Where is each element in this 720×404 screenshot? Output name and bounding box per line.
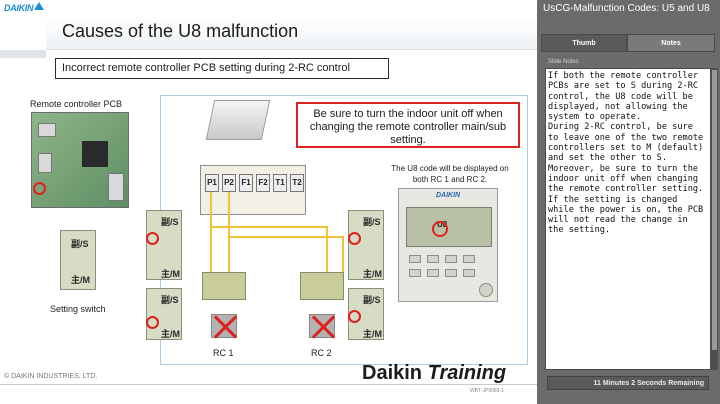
notes-text: If both the remote controller PCBs are s… — [548, 71, 704, 236]
terminal-t1: T1 — [273, 174, 287, 192]
remote-button — [427, 269, 439, 277]
divider — [0, 50, 46, 58]
highlight-circle — [33, 182, 46, 195]
terminal-block: P1 P2 F1 F2 T1 T2 — [200, 165, 306, 215]
switch-label-m: 主/M — [363, 329, 382, 339]
switch-label-m: 主/M — [363, 269, 382, 279]
rc1-disabled-icon — [211, 314, 237, 338]
wire — [342, 236, 344, 274]
slide-title: Causes of the U8 malfunction — [62, 21, 299, 41]
highlight-circle — [146, 316, 159, 329]
remote-lcd: U8 — [406, 207, 492, 247]
remote-button — [409, 269, 421, 277]
indoor-unit-image — [205, 100, 271, 140]
pcb-component — [108, 173, 124, 201]
wire — [228, 236, 344, 238]
remote-brand: DAIKIN — [436, 192, 461, 199]
highlight-circle — [146, 232, 159, 245]
switch-label-s: 副/S — [363, 295, 381, 305]
slide-code: WBT-JP0083-1 — [470, 388, 504, 394]
tab-thumb[interactable]: Thumb — [541, 34, 627, 52]
highlight-circle — [432, 221, 448, 237]
wire — [326, 226, 328, 274]
setting-switch-label: Setting switch — [50, 304, 106, 314]
pcb-label: Remote controller PCB — [30, 99, 123, 109]
remote-button — [409, 255, 421, 263]
rc1-terminal — [202, 272, 246, 300]
scrollbar-thumb[interactable] — [712, 70, 717, 350]
wire — [210, 192, 212, 274]
slide: DAIKIN Causes of the U8 malfunction Inco… — [0, 0, 537, 404]
time-remaining: 11 Minutes 2 Seconds Remaining — [547, 376, 709, 390]
rc2-disabled-icon — [309, 314, 335, 338]
remote-button — [463, 255, 475, 263]
remote-button — [445, 255, 457, 263]
switch-label-s: 副/S — [161, 295, 179, 305]
remote-button — [463, 269, 475, 277]
slide-notes-header: Slide Notes — [542, 56, 716, 68]
terminal-t2: T2 — [290, 174, 304, 192]
pcb-board-image — [31, 112, 129, 208]
notes-scrollbar[interactable] — [711, 68, 718, 370]
rc1-label: RC 1 — [213, 348, 234, 358]
warning-box: Be sure to turn the indoor unit off when… — [296, 102, 520, 148]
switch-label-m: 主/M — [71, 275, 90, 285]
subtitle-box: Incorrect remote controller PCB setting … — [55, 58, 389, 79]
course-title: UsCG-Malfunction Codes: U5 and U8 — [543, 3, 710, 14]
remote-controller-image: DAIKIN U8 — [398, 188, 498, 302]
daikin-training-brand: Daikin Training — [362, 362, 506, 385]
subtitle-text: Incorrect remote controller PCB setting … — [62, 62, 350, 74]
remote-button — [427, 255, 439, 263]
rc2-terminal — [300, 272, 344, 300]
highlight-circle — [348, 232, 361, 245]
u8-note: The U8 code will be displayed on both RC… — [391, 164, 509, 184]
pcb-component — [38, 123, 56, 137]
wire — [210, 226, 328, 228]
title-bar — [46, 16, 537, 50]
switch-label-m: 主/M — [161, 329, 180, 339]
warning-text: Be sure to turn the indoor unit off when… — [309, 108, 507, 146]
daikin-logo-icon — [34, 2, 44, 10]
switch-label-s: 副/S — [71, 239, 89, 249]
remote-button — [479, 283, 493, 297]
logo-area: DAIKIN — [0, 0, 46, 62]
footer-divider — [0, 384, 537, 385]
switch-rc2-top: 副/S 主/M — [348, 210, 384, 280]
wire — [228, 192, 230, 274]
terminal-p2: P2 — [222, 174, 236, 192]
daikin-logo: DAIKIN — [4, 3, 34, 13]
switch-label-s: 副/S — [363, 217, 381, 227]
tab-notes[interactable]: Notes — [627, 34, 715, 52]
notes-panel[interactable]: If both the remote controller PCBs are s… — [545, 68, 711, 370]
terminal-f1: F1 — [239, 174, 253, 192]
terminal-f2: F2 — [256, 174, 270, 192]
highlight-circle — [348, 310, 361, 323]
rc2-label: RC 2 — [311, 348, 332, 358]
pcb-chip — [82, 141, 108, 167]
switch-rc1-top: 副/S 主/M — [146, 210, 182, 280]
terminal-p1: P1 — [205, 174, 219, 192]
brand-training: Training — [427, 362, 507, 384]
copyright: © DAIKIN INDUSTRIES, LTD. — [4, 373, 98, 380]
setting-switch-image: 副/S 主/M — [60, 230, 96, 290]
switch-rc1-bottom: 副/S 主/M — [146, 288, 182, 340]
switch-label-s: 副/S — [161, 217, 179, 227]
brand-daikin: Daikin — [362, 362, 423, 384]
switch-label-m: 主/M — [161, 269, 180, 279]
pcb-component — [38, 153, 52, 173]
remote-button — [445, 269, 457, 277]
